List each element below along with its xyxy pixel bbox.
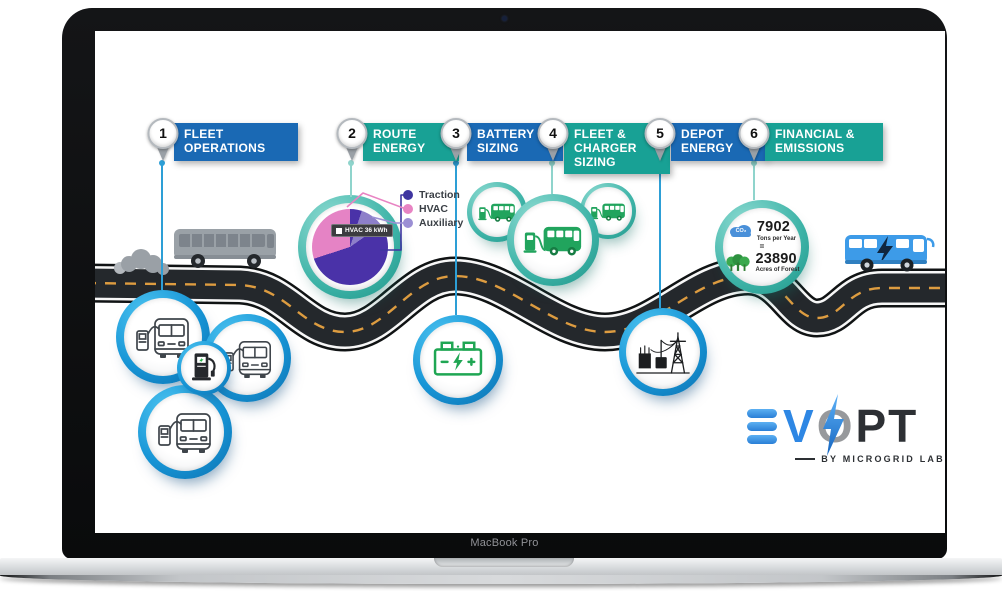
- road: [95, 256, 945, 352]
- step-number: 1: [147, 118, 179, 149]
- pie-chart: [311, 208, 388, 285]
- lid-notch: [434, 558, 574, 567]
- logo-letter-o: O: [817, 394, 852, 456]
- battery-circle: [413, 315, 503, 405]
- trees-icon: [724, 254, 752, 272]
- legend-label: Traction: [419, 189, 460, 201]
- emissions-holder: CO₂ 7902 Tons per Year =: [722, 207, 802, 287]
- electric-bus-icon: [845, 235, 935, 272]
- step-banner: FINANCIAL & EMISSIONS: [765, 123, 883, 161]
- step-title-line: ENERGY: [373, 140, 426, 155]
- connector-line: [159, 160, 165, 290]
- legend-item-traction: Traction: [403, 189, 460, 201]
- logo-caption: By Microgrid Labs: [821, 454, 945, 464]
- pie-tooltip-text: HVAC 36 kWh: [345, 227, 388, 234]
- icon-holder: [181, 345, 227, 391]
- step-title-line: ENERGY: [681, 140, 734, 155]
- step-pin: 5: [643, 118, 677, 164]
- charging-pump-circle: [177, 341, 231, 395]
- bus-charger-green-icon: [590, 203, 625, 221]
- step-number: 4: [537, 118, 569, 149]
- pie-chart-holder: [306, 203, 394, 291]
- logo-caption-line: [795, 458, 816, 460]
- tons-label: Tons per Year: [756, 235, 797, 242]
- legend-item-hvac: HVAC: [403, 203, 448, 215]
- connector-line: [657, 160, 663, 308]
- tons-value: 7902: [756, 219, 790, 236]
- step-title-line: ROUTE: [373, 127, 417, 141]
- macbook-frame: FLEET OPERATIONS 1 ROUTE ENERGY 2: [62, 8, 947, 559]
- fleet-ops-circle: [138, 385, 232, 479]
- logo-letters-pt: PT: [855, 400, 919, 452]
- step-title-line: SIZING: [477, 140, 519, 155]
- evopt-logo: V O PT By Microgrid Labs: [747, 394, 945, 464]
- icon-holder: [145, 392, 225, 472]
- exhaust-smoke-icon: [114, 249, 169, 275]
- step-pin: 3: [439, 118, 473, 164]
- base-edge: [0, 575, 1002, 584]
- connector-line: [549, 160, 555, 194]
- power-grid-icon: [636, 331, 690, 374]
- diesel-bus-icon: [174, 229, 276, 268]
- step-number: 5: [644, 118, 676, 149]
- step-pin: 4: [536, 118, 570, 164]
- icon-holder: [420, 322, 496, 398]
- step-title-line: SIZING: [574, 154, 616, 169]
- legend-dot: [403, 204, 413, 214]
- step-banner: FLEET & CHARGER SIZING: [564, 123, 670, 175]
- lightning-bolt-icon: [822, 394, 844, 456]
- acres-label: Acres of Forest: [755, 267, 800, 274]
- step-title-line: BATTERY: [477, 127, 535, 141]
- step-title-line: CHARGER: [574, 140, 637, 155]
- step-title-line: FLEET &: [574, 127, 627, 141]
- connector-line: [453, 160, 459, 315]
- legend-dot: [403, 190, 413, 200]
- icon-holder: [514, 201, 592, 279]
- macbook-model-label: MacBook Pro: [470, 537, 539, 549]
- step-number: 3: [440, 118, 472, 149]
- legend-label: HVAC: [419, 203, 448, 215]
- co2-label: CO₂: [735, 228, 747, 235]
- fleet-sizing-circle-large: [507, 194, 599, 286]
- charging-pump-icon: [191, 353, 216, 381]
- step-number: 6: [738, 118, 770, 149]
- legend-dot: [403, 218, 413, 228]
- bus-charger-green-icon: [478, 203, 515, 222]
- emissions-stats: CO₂ 7902 Tons per Year =: [724, 219, 800, 274]
- connector-line: [751, 160, 757, 200]
- emissions-circle: CO₂ 7902 Tons per Year =: [715, 200, 809, 294]
- equals-sign: =: [759, 241, 765, 251]
- fleet-ops-circle: [116, 290, 210, 384]
- pie-tooltip: HVAC 36 kWh: [331, 224, 393, 237]
- depot-energy-circle: [619, 308, 707, 396]
- macbook-base: [0, 558, 1002, 584]
- step-pin: 1: [146, 118, 180, 164]
- step-title-line: DEPOT: [681, 127, 724, 141]
- step-title-line: FINANCIAL &: [775, 127, 855, 141]
- acres-value: 23890: [755, 251, 797, 268]
- step-title-line: EMISSIONS: [775, 140, 845, 155]
- battery-icon: [433, 341, 483, 376]
- camera-icon: [502, 16, 507, 21]
- bus-charger-line-icon: [136, 318, 189, 358]
- legend-label: Auxiliary: [419, 217, 464, 229]
- bus-charger-green-icon: [523, 226, 582, 256]
- step-pin: 2: [335, 118, 369, 164]
- route-energy-circle: [298, 195, 402, 299]
- logo-letter-e: [747, 408, 777, 444]
- logo-letter-v: V: [783, 400, 814, 452]
- icon-holder: [471, 186, 523, 238]
- co2-cloud-icon: CO₂: [728, 223, 754, 239]
- step-number: 2: [336, 118, 368, 149]
- step-banner: FLEET OPERATIONS: [174, 123, 298, 161]
- legend-item-auxiliary: Auxiliary: [403, 217, 463, 229]
- icon-holder: [626, 315, 700, 389]
- connector-line: [348, 160, 354, 197]
- screen: FLEET OPERATIONS 1 ROUTE ENERGY 2: [95, 31, 945, 533]
- step-title-line: FLEET: [184, 127, 224, 141]
- bus-charger-line-icon: [158, 413, 211, 453]
- step-pin: 6: [737, 118, 771, 164]
- base-deck: [0, 558, 1002, 575]
- step-title-line: OPERATIONS: [184, 140, 266, 155]
